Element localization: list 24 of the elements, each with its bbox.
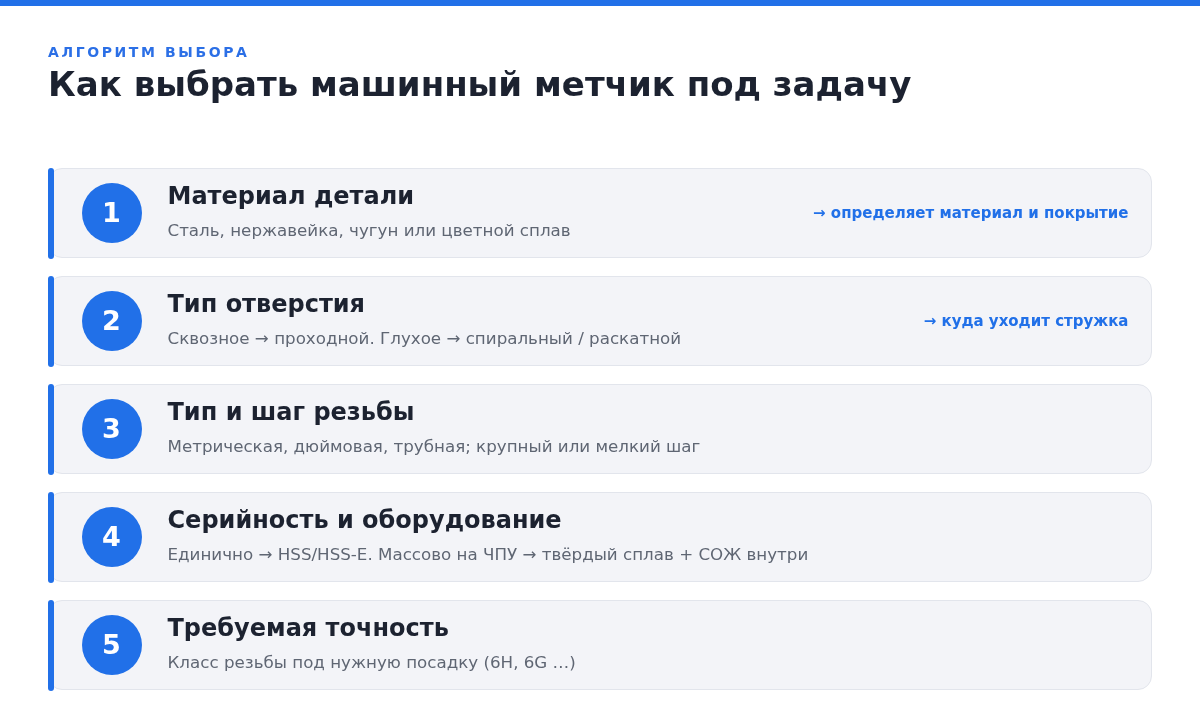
step-heading: Тип и шаг резьбы bbox=[167, 397, 415, 427]
step-heading: Серийность и оборудование bbox=[167, 505, 562, 535]
step-description: Класс резьбы под нужную посадку (6H, 6G …) bbox=[167, 650, 576, 673]
step-number-circle: 4 bbox=[81, 506, 142, 567]
step-description: Сталь, нержавейка, чугун или цветной сплав bbox=[167, 218, 571, 241]
step-number-circle: 2 bbox=[81, 290, 142, 351]
step-description: Сквозное → проходной. Глухое → спиральный / раскатной bbox=[167, 326, 682, 349]
step-number-circle: 1 bbox=[81, 182, 142, 243]
page-title: Как выбрать машинный метчик под задачу bbox=[48, 63, 912, 105]
step-description: Метрическая, дюймовая, трубная; крупный или мелкий шаг bbox=[167, 434, 701, 457]
step-card bbox=[48, 168, 1152, 258]
step-number-circle: 5 bbox=[81, 614, 142, 675]
step-description: Единично → HSS/HSS-E. Массово на ЧПУ → твёрдый сплав + СОЖ внутри bbox=[167, 542, 809, 565]
step-heading: Тип отверстия bbox=[167, 289, 366, 319]
step-number-circle: 3 bbox=[81, 398, 142, 459]
step-heading: Материал детали bbox=[167, 181, 415, 211]
step-card bbox=[48, 276, 1152, 366]
step-heading: Требуемая точность bbox=[167, 613, 449, 643]
step-note: → определяет материал и покрытие bbox=[813, 202, 1129, 223]
step-card bbox=[48, 600, 1152, 690]
step-card bbox=[48, 492, 1152, 582]
step-card bbox=[48, 384, 1152, 474]
step-note: → куда уходит стружка bbox=[923, 310, 1129, 331]
section-kicker: АЛГОРИТМ ВЫБОРА bbox=[48, 43, 250, 61]
